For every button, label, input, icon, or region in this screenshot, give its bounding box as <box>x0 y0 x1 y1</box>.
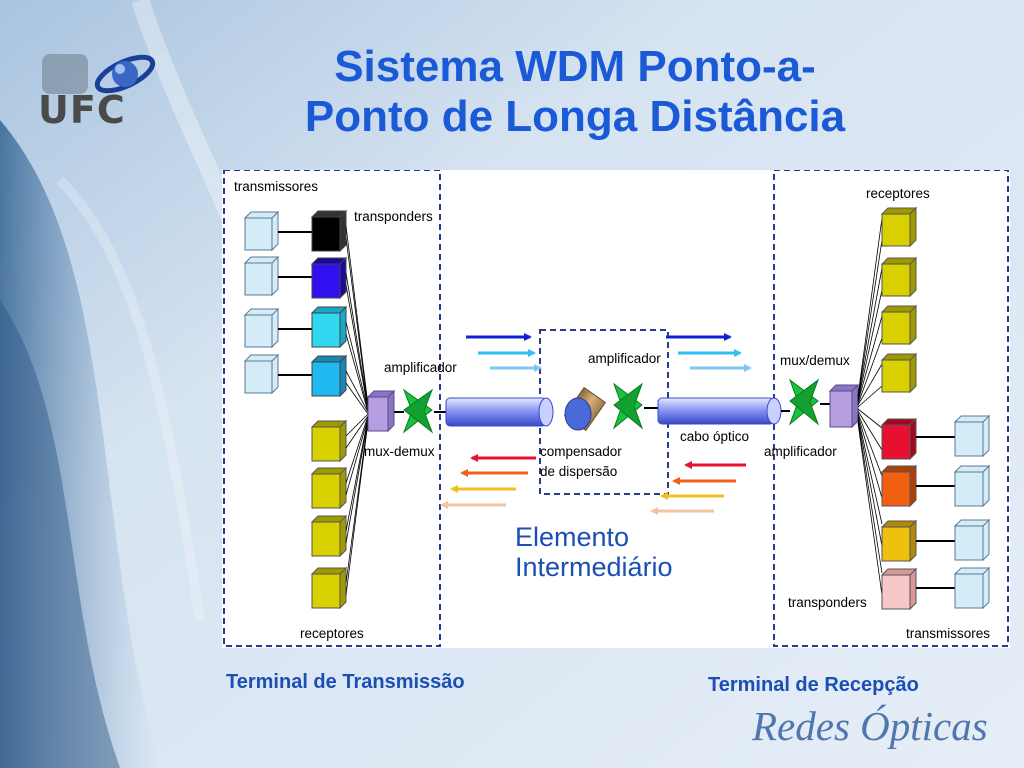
tx-fan-lines <box>345 225 369 596</box>
rx-receiver-cubes <box>880 206 918 394</box>
tx-transmitter-cubes <box>243 210 280 395</box>
tx-receiver-cubes <box>310 419 348 610</box>
intermediate-element-label: Elemento Intermediário <box>515 522 673 582</box>
wdm-diagram: transmissores transponders amplificador … <box>222 170 1010 648</box>
tx-terminal-box <box>223 170 441 647</box>
transponder-cube-icon <box>880 304 918 346</box>
backward-signal-arrows <box>440 454 746 515</box>
ufc-logo-icon <box>42 54 156 94</box>
tx-amplifier-label: amplificador <box>384 360 457 375</box>
transponder-cube-icon <box>243 353 280 395</box>
rx-fan-lines <box>857 217 883 596</box>
transponder-cube-icon <box>953 414 991 458</box>
intermediate-label-line-1: Elemento <box>515 522 630 552</box>
diagram-graphics <box>223 170 1009 647</box>
rx-amplifier-label: amplificador <box>764 444 837 459</box>
transponder-cube-icon <box>310 466 348 510</box>
forward-signal-arrows <box>466 333 752 372</box>
cable-label: cabo óptico <box>680 429 750 444</box>
transponder-cube-icon <box>953 566 991 610</box>
transponder-cube-icon <box>880 206 918 248</box>
rx-mux-label: mux/demux <box>780 353 850 368</box>
dispersion-compensator-icon <box>563 386 607 432</box>
intermediate-label-line-2: Intermediário <box>515 552 673 582</box>
transponder-cube-icon <box>310 566 348 610</box>
rx-transponder-cubes <box>880 417 918 611</box>
transponder-cube-icon <box>310 209 348 253</box>
mux-icon <box>366 389 396 433</box>
transponder-cube-icon <box>880 567 918 611</box>
transponder-cube-icon <box>953 518 991 562</box>
logo-text: UFC <box>38 88 126 132</box>
transponder-cube-icon <box>880 352 918 394</box>
rx-terminal-caption: Terminal de Recepção <box>708 674 919 696</box>
transponder-cube-icon <box>310 305 348 349</box>
fiber-cable-icon <box>445 397 554 427</box>
rx-transmitter-cubes <box>953 414 991 610</box>
transponder-cube-icon <box>880 519 918 563</box>
rx-transmitters-label: transmissores <box>906 626 991 641</box>
mux-icon <box>828 383 860 429</box>
rx-receivers-label: receptores <box>866 186 930 201</box>
transponder-cube-icon <box>310 354 348 398</box>
transponder-cube-icon <box>243 307 280 349</box>
title-line-1: Sistema WDM Ponto-a- <box>334 42 816 91</box>
tx-transponders-label: transponders <box>354 209 433 224</box>
tx-mux-label: mux-demux <box>364 444 435 459</box>
tx-transponder-cubes <box>310 209 348 398</box>
transponder-cube-icon <box>243 255 280 297</box>
amplifier-icon <box>788 378 820 426</box>
tx-receivers-label: receptores <box>300 626 364 641</box>
tx-terminal-caption: Terminal de Transmissão <box>226 671 465 693</box>
transponder-cube-icon <box>880 256 918 298</box>
fiber-cable-icon <box>657 397 782 425</box>
transponder-cube-icon <box>310 419 348 463</box>
transponder-cube-icon <box>880 417 918 461</box>
title-line-2: Ponto de Longa Distância <box>304 92 846 141</box>
tx-transmitters-label: transmissores <box>234 179 319 194</box>
rx-transponders-label: transponders <box>788 595 867 610</box>
amplifier-icon <box>402 388 434 434</box>
slide-title: Sistema WDM Ponto-a- Ponto de Longa Dist… <box>240 42 910 142</box>
transponder-cube-icon <box>310 256 348 300</box>
compensator-label-2: de dispersão <box>540 464 618 479</box>
compensator-label-1: compensador <box>540 444 622 459</box>
transponder-cube-icon <box>880 464 918 508</box>
transponder-cube-icon <box>310 514 348 558</box>
brand-label: Redes Ópticas <box>752 703 988 749</box>
transponder-cube-icon <box>953 464 991 508</box>
mid-amplifier-label: amplificador <box>588 351 661 366</box>
transponder-cube-icon <box>243 210 280 252</box>
amplifier-icon <box>612 382 644 430</box>
